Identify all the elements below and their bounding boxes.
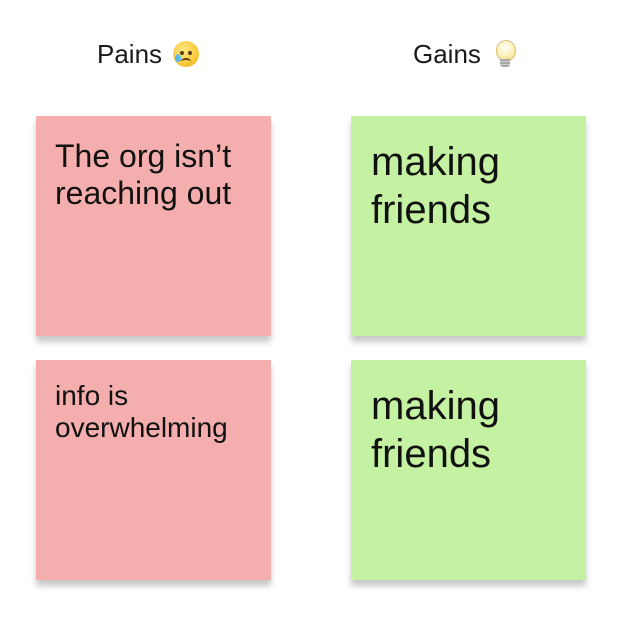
pain-sticky-note[interactable]: The org isn’t reaching out <box>36 116 271 336</box>
gains-column-header: Gains <box>413 36 519 72</box>
gain-sticky-note[interactable]: making friends <box>351 360 586 580</box>
pains-column-header: Pains <box>97 36 200 72</box>
sad-face-icon <box>172 40 200 68</box>
lightbulb-icon <box>491 40 519 68</box>
sticky-note-text: info is overwhelming <box>55 380 228 444</box>
gain-sticky-note[interactable]: making friends <box>351 116 586 336</box>
sticky-note-text: making friends <box>371 140 500 232</box>
gains-title: Gains <box>413 38 481 69</box>
sticky-note-text: The org isn’t reaching out <box>55 138 232 211</box>
pain-sticky-note[interactable]: info is overwhelming <box>36 360 271 580</box>
pains-title: Pains <box>97 38 163 69</box>
sticky-note-text: making friends <box>371 384 500 476</box>
